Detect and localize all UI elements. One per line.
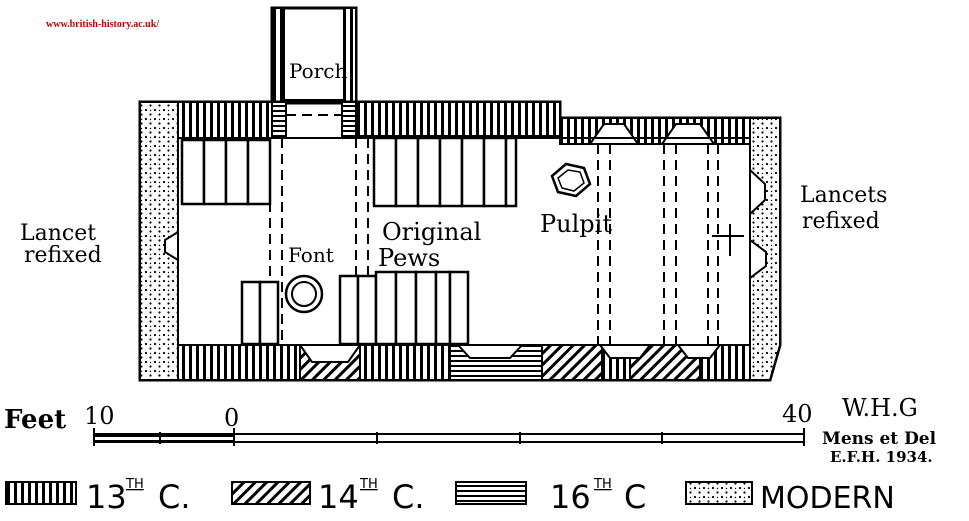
legend-16th-suffix: C bbox=[624, 478, 646, 516]
legend-swatch-16th bbox=[455, 481, 527, 505]
pulpit-label: Pulpit bbox=[540, 210, 612, 238]
scale-bar: Feet 10 0 40 bbox=[4, 400, 813, 446]
pews-label-1: Original bbox=[382, 218, 481, 246]
legend-13th-suffix: C. bbox=[158, 478, 191, 516]
credit-line-1: W.H.G bbox=[842, 394, 918, 422]
credit-line-2: Mens et Del bbox=[822, 429, 937, 449]
dashed-lines bbox=[269, 114, 719, 345]
scale-unit-label: Feet bbox=[4, 405, 66, 435]
legend-16th-sup: TH bbox=[593, 477, 612, 492]
lancet-left-label-2: refixed bbox=[24, 243, 102, 268]
pulpit-symbol bbox=[550, 162, 592, 198]
legend-13th-sup: TH bbox=[125, 477, 144, 492]
legend-14th-suffix: C. bbox=[392, 478, 425, 516]
font-label: Font bbox=[288, 243, 334, 267]
scale-tick-10: 10 bbox=[84, 402, 115, 430]
legend-swatch-14th bbox=[231, 481, 311, 505]
source-url: www.british-history.ac.uk/ bbox=[46, 19, 159, 30]
legend-16th-number: 16 bbox=[550, 478, 591, 516]
legend-14th-sup: TH bbox=[359, 477, 378, 492]
church-walls bbox=[138, 100, 782, 382]
legend-13th-number: 13 bbox=[86, 478, 127, 516]
lancet-left-label-1: Lancet bbox=[20, 221, 96, 246]
pews-label-2: Pews bbox=[378, 244, 440, 272]
altar-rail-mark bbox=[712, 224, 744, 256]
legend-swatch-13th bbox=[5, 481, 77, 505]
lancets-right-label-1: Lancets bbox=[800, 183, 887, 208]
legend-modern-label: MODERN bbox=[760, 481, 895, 516]
porch-label: Porch bbox=[289, 59, 347, 83]
legend-swatch-modern bbox=[685, 481, 753, 505]
scale-tick-0: 0 bbox=[224, 404, 239, 432]
scale-tick-40: 40 bbox=[782, 400, 813, 428]
pews bbox=[180, 136, 518, 346]
porch: Porch bbox=[270, 6, 358, 105]
legend-14th-number: 14 bbox=[318, 478, 359, 516]
lancets-right-label-2: refixed bbox=[802, 209, 880, 234]
legend: 13 TH C. 14 TH C. 16 TH C MODERN bbox=[5, 477, 895, 516]
credit-line-3: E.F.H. 1934. bbox=[830, 448, 933, 466]
font-symbol bbox=[284, 274, 324, 314]
